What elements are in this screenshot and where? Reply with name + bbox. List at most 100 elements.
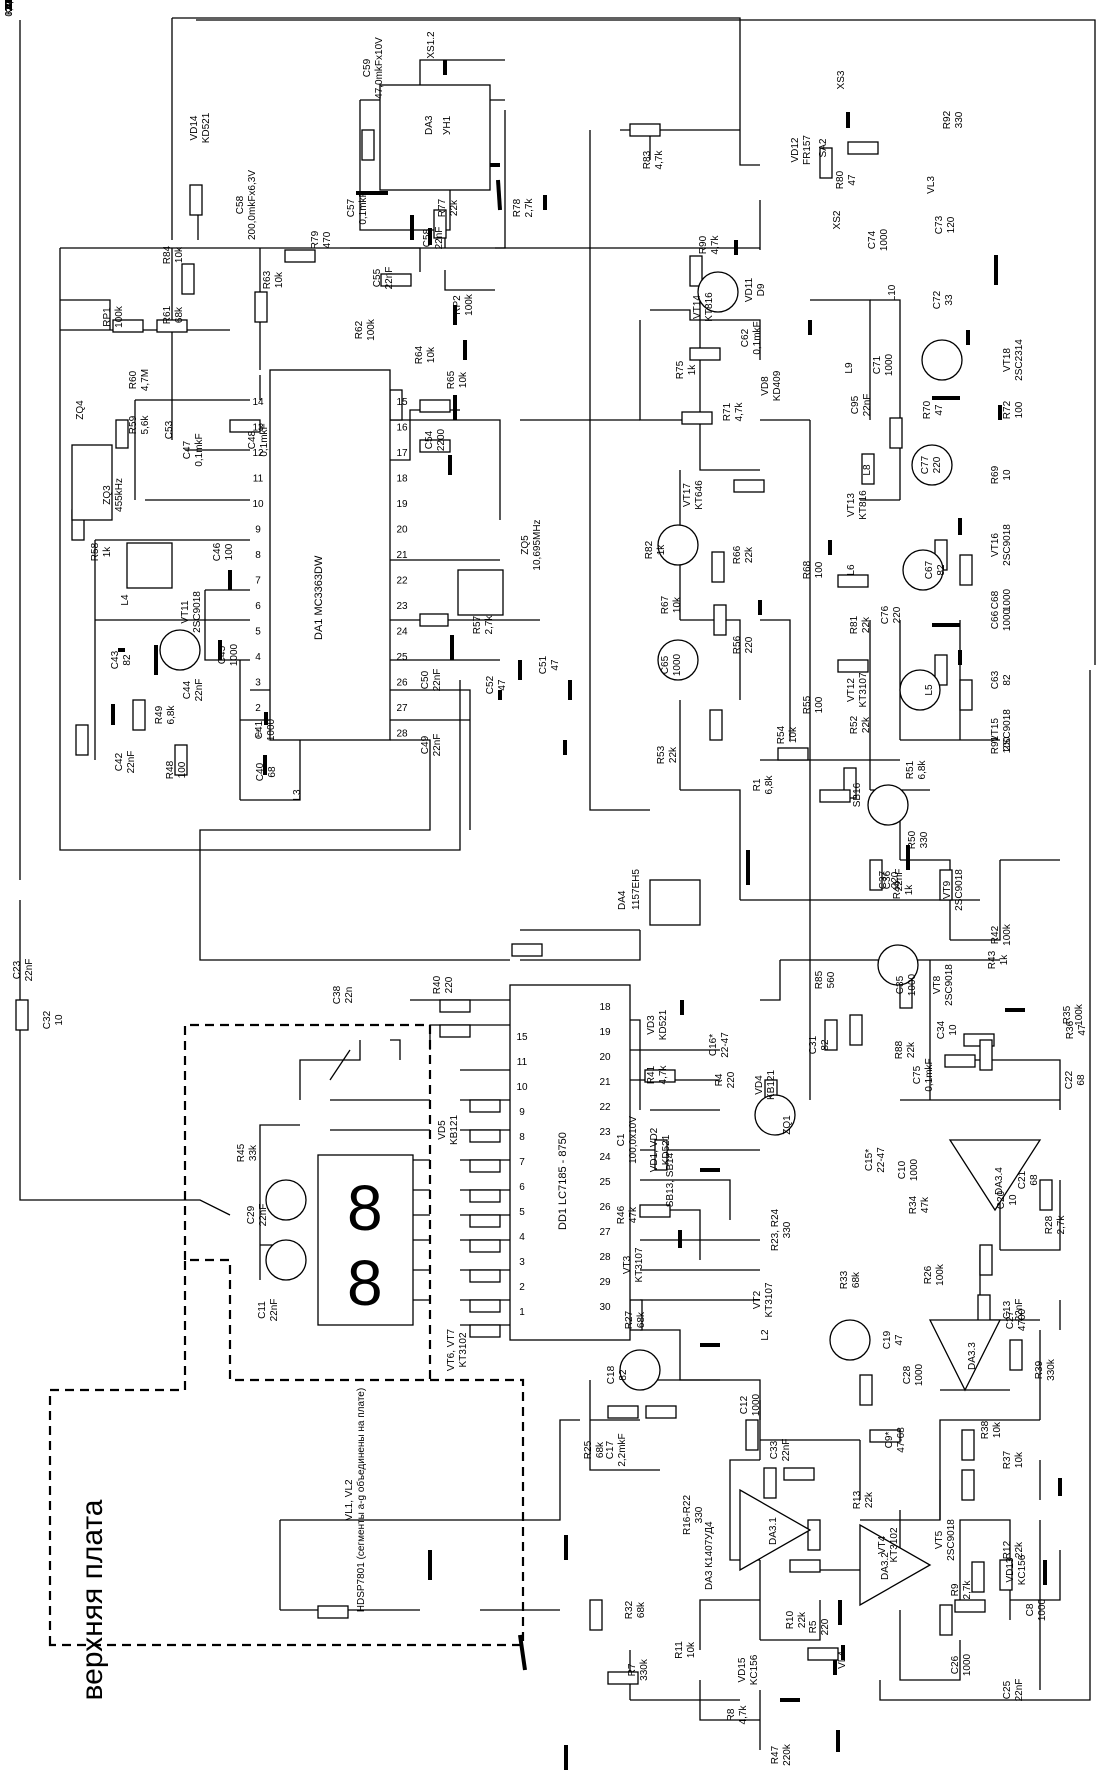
resistor-body bbox=[469, 1189, 501, 1203]
component-ref: XS1.1 bbox=[0, 0, 3, 14]
component-ref: R3 bbox=[0, 0, 3, 6]
component-ref: SB13, SB14 bbox=[665, 1152, 676, 1207]
component-value: KT816 bbox=[704, 292, 715, 322]
component-ref: VD3 bbox=[646, 1015, 657, 1035]
component-ref: VL3 bbox=[926, 176, 937, 194]
component-ref: R82 bbox=[644, 540, 655, 559]
component-ref: R64 bbox=[414, 345, 425, 364]
component-ref: C24 bbox=[0, 0, 3, 9]
component-label: SB15 bbox=[0, 0, 3, 12]
dd1-pin-number: 19 bbox=[599, 1027, 611, 1038]
wire bbox=[199, 739, 510, 961]
component-ref: R79 bbox=[310, 230, 321, 249]
component-ref: C34 bbox=[936, 1020, 947, 1039]
component-value: 1000 bbox=[4, 0, 15, 11]
component-ref: R75 bbox=[675, 360, 686, 379]
component-ref: R48 bbox=[165, 760, 176, 779]
component-label: L3 bbox=[292, 789, 303, 801]
ic-da1-body bbox=[269, 369, 391, 741]
component-value: 1000 bbox=[879, 228, 890, 251]
resistor-body bbox=[689, 347, 721, 361]
component-value: KT3107 bbox=[764, 1282, 775, 1317]
wire bbox=[900, 859, 951, 940]
component-value: 10k bbox=[686, 1641, 697, 1658]
component-value: 1k bbox=[656, 544, 667, 556]
component-ref: C23 bbox=[12, 960, 23, 979]
component-value: 22nF bbox=[862, 394, 873, 417]
component-ref: ZQ1 bbox=[782, 1115, 793, 1135]
component-ref: C54 bbox=[424, 430, 435, 449]
da1-pin-number: 5 bbox=[255, 627, 261, 638]
component-value: 100 bbox=[1002, 736, 1013, 753]
component-ref: R85 bbox=[814, 970, 825, 989]
resistor-body bbox=[439, 1024, 471, 1038]
resistor-body bbox=[15, 999, 29, 1031]
component-label: C9*47-68 bbox=[884, 1427, 907, 1453]
ground-symbol bbox=[518, 1634, 527, 1671]
component-ref: R67 bbox=[660, 595, 671, 614]
component-value: 0,1mkF bbox=[4, 0, 15, 17]
component-label: XS1.2 bbox=[426, 31, 437, 59]
wire bbox=[680, 789, 741, 900]
wire bbox=[589, 1380, 660, 1471]
component-value: 22k bbox=[864, 1491, 875, 1508]
component-value: 22K bbox=[4, 0, 15, 9]
wire bbox=[559, 1419, 580, 1450]
component-ref: R78 bbox=[512, 198, 523, 217]
component-value: 5,6k bbox=[4, 0, 15, 9]
component-label: L6 bbox=[846, 564, 857, 576]
component-value: KD521 bbox=[658, 1009, 669, 1040]
component-ref: C76 bbox=[880, 605, 891, 624]
transistor-symbol bbox=[867, 784, 909, 826]
top-board-boundary bbox=[48, 1023, 525, 1647]
component-ref: SB15 bbox=[0, 0, 3, 12]
component-ref: VD11 bbox=[744, 277, 755, 302]
dd1-pin-number: 23 bbox=[599, 1127, 611, 1138]
component-ref: R35 bbox=[1062, 1005, 1073, 1024]
component-ref: C74 bbox=[867, 230, 878, 249]
resistor-body bbox=[629, 123, 661, 137]
resistor-body bbox=[469, 1239, 501, 1253]
da1-pin-number: 6 bbox=[255, 601, 261, 612]
component-value: 10 bbox=[948, 1024, 959, 1036]
component-value: 22nF bbox=[434, 227, 445, 250]
dd1-pin-number: 4 bbox=[519, 1232, 525, 1243]
component-ref: VD15 bbox=[737, 1657, 748, 1682]
component-value: 82 bbox=[1002, 674, 1013, 686]
resistor-body bbox=[733, 479, 765, 493]
da1-pin-number: 4 bbox=[255, 652, 261, 663]
resistor-body bbox=[469, 1269, 501, 1283]
component-ref: C53 bbox=[164, 420, 175, 439]
component-ref: C17 bbox=[605, 1440, 616, 1459]
transistor-symbol bbox=[657, 524, 699, 566]
component-ref: R90 bbox=[698, 235, 709, 254]
component-value: 220 bbox=[932, 456, 943, 473]
component-value: 10k bbox=[174, 246, 185, 263]
component-value: 1000 bbox=[751, 1393, 762, 1416]
component-ref: L6 bbox=[846, 564, 857, 576]
component-ref: XS3 bbox=[836, 70, 847, 89]
component-value: KD521 bbox=[4, 0, 15, 15]
resistor-body bbox=[939, 869, 953, 901]
component-ref: C35 bbox=[895, 975, 906, 994]
component-ref: R52 bbox=[849, 715, 860, 734]
